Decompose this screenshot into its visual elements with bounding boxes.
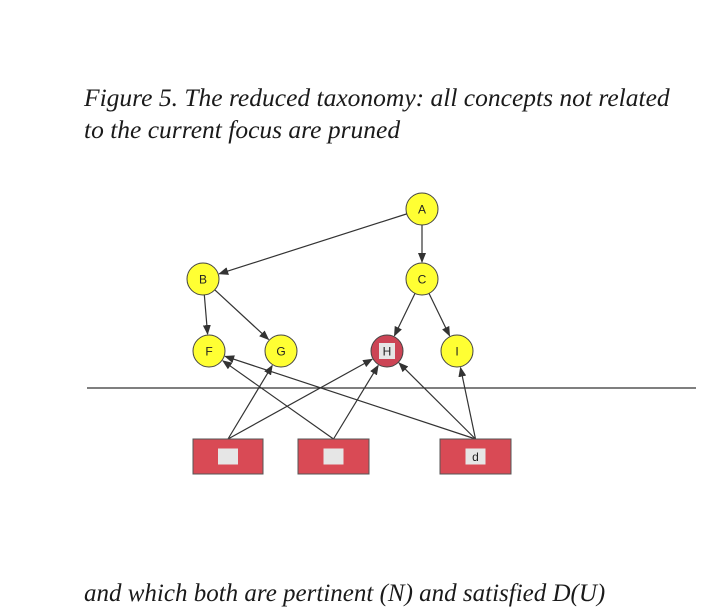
node-i: I	[440, 334, 474, 368]
node-c-label: C	[418, 273, 427, 287]
edge-B-F	[202, 294, 211, 336]
node-g-label: G	[276, 345, 285, 359]
nodes-layer: A B C F G H I	[186, 192, 474, 368]
node-h: H	[370, 334, 404, 368]
node-c: C	[405, 262, 439, 296]
node-b: B	[186, 262, 220, 296]
documents-layer: d	[192, 438, 512, 475]
edge-d3-I	[458, 366, 477, 440]
document-box-1	[192, 438, 264, 475]
edges-layer	[202, 213, 477, 440]
document-box-2-label-box	[323, 448, 344, 465]
edge-d2-F	[222, 360, 334, 440]
document-box-3-label: d	[472, 450, 479, 464]
edge-A-B	[218, 213, 407, 275]
edge-d2-H	[332, 364, 379, 440]
node-b-label: B	[199, 273, 207, 287]
edge-C-I	[428, 293, 451, 337]
node-h-label: H	[383, 345, 392, 359]
node-a-label: A	[418, 203, 426, 217]
node-a: A	[405, 192, 439, 226]
edge-d1-H	[227, 358, 374, 440]
node-h-label-box	[379, 343, 395, 359]
edge-d3-F	[224, 355, 476, 440]
node-g-circle	[264, 334, 298, 368]
node-f-circle	[192, 334, 226, 368]
node-c-circle	[405, 262, 439, 296]
node-g: G	[264, 334, 298, 368]
node-f: F	[192, 334, 226, 368]
bottom-text-fragment: and which both are pertinent (N) and sat…	[84, 580, 606, 607]
caption-line-1: Figure 5. The reduced taxonomy: all conc…	[84, 83, 670, 112]
document-box-3-label-box	[465, 448, 486, 465]
edge-d1-G	[227, 364, 273, 440]
node-b-circle	[186, 262, 220, 296]
node-f-label: F	[205, 345, 212, 359]
caption-line-2: to the current focus are pruned	[84, 115, 401, 144]
node-i-label: I	[455, 345, 458, 359]
edge-d3-H	[398, 362, 476, 440]
node-a-circle	[405, 192, 439, 226]
node-i-circle	[440, 334, 474, 368]
edge-C-H	[393, 293, 416, 337]
document-box-1-label-box	[218, 448, 238, 465]
document-box-2	[297, 438, 370, 475]
document-box-3: d	[439, 438, 512, 475]
edge-B-G	[214, 289, 270, 341]
figure-caption: Figure 5. The reduced taxonomy: all conc…	[84, 82, 714, 146]
